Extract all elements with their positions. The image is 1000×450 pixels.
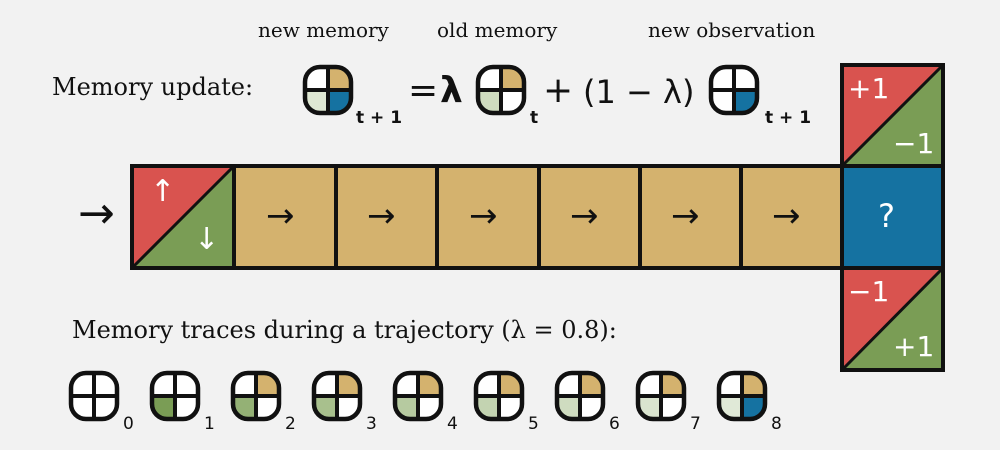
trace-index-5: 5 — [528, 414, 539, 434]
one-minus-lambda: (1 − λ) — [583, 73, 695, 111]
trace-glyph-6 — [554, 370, 606, 422]
trace-index-0: 0 — [123, 414, 134, 434]
start-down-arrow: ↓ — [194, 222, 220, 257]
trace-glyph-5 — [473, 370, 525, 422]
subscript-t: t — [530, 108, 539, 128]
entry-arrow: → — [78, 188, 115, 239]
top-reward-cell — [840, 63, 945, 168]
trace-index-8: 8 — [771, 414, 782, 434]
goal-question-mark: ? — [878, 197, 895, 235]
old-memory-heading: old memory — [437, 18, 558, 42]
trace-index-3: 3 — [366, 414, 377, 434]
top-minus-reward: −1 — [893, 127, 935, 160]
equals-sign: = — [408, 70, 439, 111]
trace-glyph-1 — [149, 370, 201, 422]
lambda-symbol: λ — [440, 70, 463, 111]
new-observation-glyph — [708, 64, 760, 116]
trace-index-4: 4 — [447, 414, 458, 434]
corridor-arrow-3: → — [469, 196, 498, 236]
goal-cell — [842, 166, 943, 268]
new-memory-glyph — [302, 64, 354, 116]
corridor-arrow-4: → — [570, 196, 599, 236]
memory-traces-label: Memory traces during a trajectory (λ = 0… — [72, 316, 617, 344]
trace-index-6: 6 — [609, 414, 620, 434]
bottom-reward-cell — [840, 266, 945, 372]
corridor-cells — [234, 166, 842, 268]
corridor-arrow-6: → — [772, 196, 801, 236]
trace-glyph-2 — [230, 370, 282, 422]
corridor-arrow-1: → — [266, 196, 295, 236]
trace-glyph-4 — [392, 370, 444, 422]
plus-sign: + — [543, 70, 574, 111]
corridor-arrow-5: → — [671, 196, 700, 236]
old-memory-glyph — [475, 64, 527, 116]
trace-glyph-3 — [311, 370, 363, 422]
trace-index-2: 2 — [285, 414, 296, 434]
top-plus-reward: +1 — [848, 72, 890, 105]
bottom-minus-reward: −1 — [848, 275, 890, 308]
start-cell — [130, 164, 236, 270]
trace-glyph-8 — [716, 370, 768, 422]
trace-glyph-7 — [635, 370, 687, 422]
trace-index-1: 1 — [204, 414, 215, 434]
bottom-plus-reward: +1 — [893, 330, 935, 363]
corridor-grid — [130, 63, 945, 372]
memory-update-label: Memory update: — [52, 73, 254, 101]
start-up-arrow: ↑ — [150, 174, 176, 209]
trace-glyph-0 — [68, 370, 120, 422]
new-memory-heading: new memory — [258, 18, 389, 42]
corridor-arrow-2: → — [367, 196, 396, 236]
new-observation-heading: new observation — [648, 18, 816, 42]
trace-index-7: 7 — [690, 414, 701, 434]
subscript-t-plus-1: t + 1 — [356, 108, 403, 128]
subscript-t-plus-1-observation: t + 1 — [765, 108, 812, 128]
